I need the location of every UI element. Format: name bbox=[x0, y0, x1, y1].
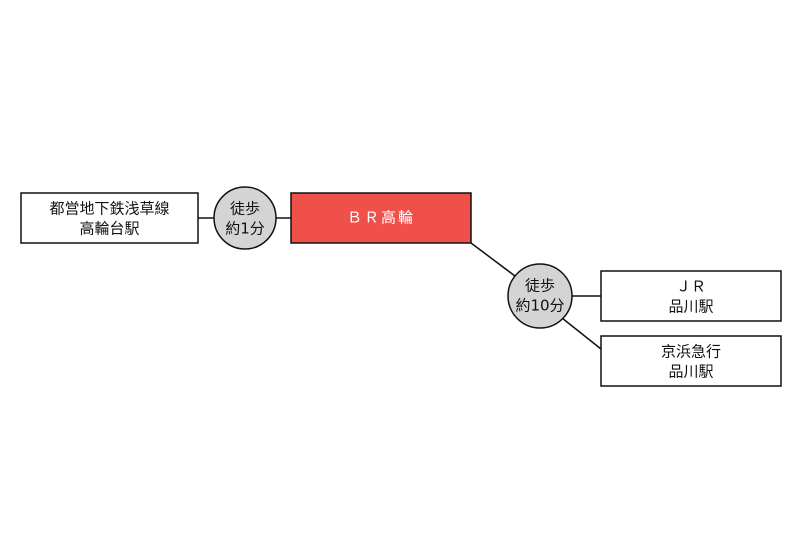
jr-station-line2: 品川駅 bbox=[668, 298, 713, 316]
origin-station-line2: 高輪台駅 bbox=[79, 220, 139, 238]
keikyu-station-line2: 品川駅 bbox=[668, 363, 713, 381]
walk-long-badge: 徒歩 約10分 bbox=[507, 263, 573, 329]
keikyu-station-box: 京浜急行 品川駅 bbox=[600, 335, 782, 387]
destination-box: ＢＲ高輪 bbox=[290, 192, 472, 244]
connector-destination-walk bbox=[470, 242, 516, 277]
jr-station-line1: ＪＲ bbox=[676, 278, 706, 296]
walk-long-line2: 約10分 bbox=[515, 297, 564, 315]
walk-long-line1: 徒歩 bbox=[525, 277, 555, 295]
origin-station-line1: 都営地下鉄浅草線 bbox=[49, 200, 169, 218]
origin-station-box: 都営地下鉄浅草線 高輪台駅 bbox=[20, 192, 199, 244]
connector-walk-keikyu bbox=[561, 317, 602, 350]
walk-short-line1: 徒歩 bbox=[230, 200, 260, 218]
jr-station-box: ＪＲ 品川駅 bbox=[600, 270, 782, 322]
walk-short-badge: 徒歩 約1分 bbox=[213, 186, 277, 250]
destination-label: ＢＲ高輪 bbox=[347, 209, 415, 227]
keikyu-station-line1: 京浜急行 bbox=[661, 343, 721, 361]
walk-short-line2: 約1分 bbox=[225, 220, 265, 238]
